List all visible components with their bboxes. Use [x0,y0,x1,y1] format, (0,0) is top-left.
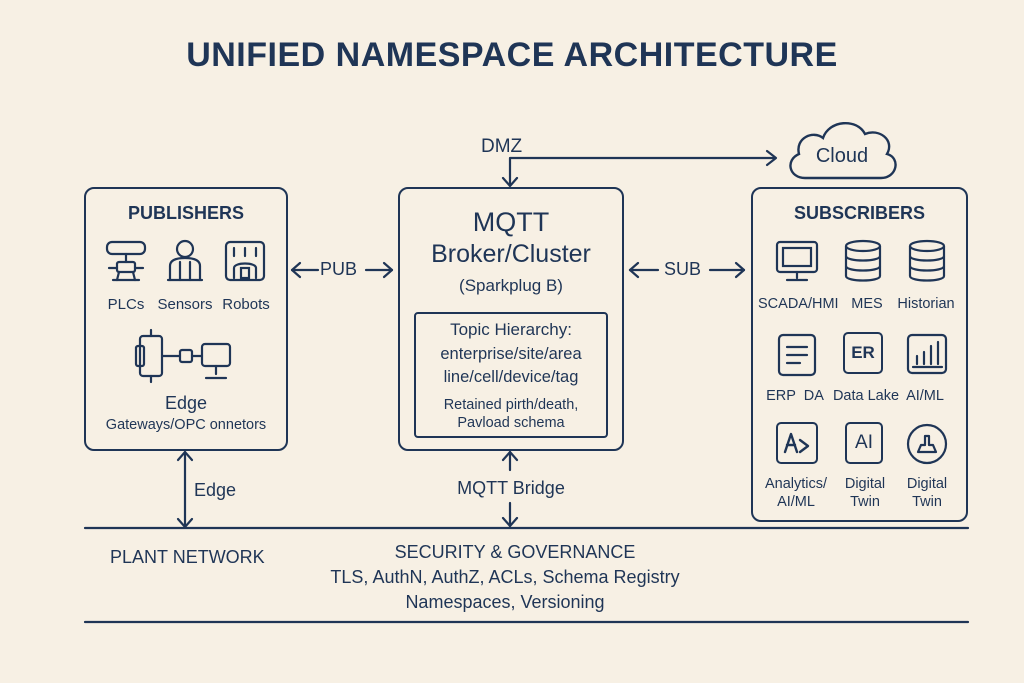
security-line2: Namespaces, Versioning [405,592,605,612]
analytics-label-line2: AI/ML [777,494,815,510]
sensors-label: Sensors [157,296,213,313]
plcs-label: PLCs [107,296,145,313]
mqtt-broker-panel [398,187,624,451]
bar-chart-icon [906,333,948,375]
digital-twin-icon [906,423,948,465]
robot-icon [224,240,266,282]
digital-twin-label-line2: Twin [850,494,880,510]
topic-heading: Topic Hierarchy: [450,320,572,339]
broker-subtitle: (Sparkplug B) [459,276,563,295]
erp-icon-text: ER [851,343,875,362]
broker-title-line2: Broker/Cluster [431,240,591,268]
broker-title-line1: MQTT [472,207,550,237]
analytics-icon [776,422,818,464]
analytics-label-line1: Analytics/ [764,476,828,492]
mqtt-bridge-label: MQTT Bridge [457,478,565,498]
edge-link-label: Edge [194,480,237,500]
topic-line2: line/cell/device/tag [443,368,579,386]
plant-network-label: PLANT NETWORK [110,547,265,567]
security-line1: TLS, AuthN, AuthZ, ACLs, Schema Registry [330,567,680,587]
dmz-label: DMZ [481,136,523,157]
dmz-cloud-connector [508,156,777,187]
historian-label: Historian [897,296,955,312]
page-title: UNIFIED NAMESPACE ARCHITECTURE [186,36,838,74]
ai-ml-label: AI/ML [906,388,944,404]
topic-line1: enterprise/site/area [440,345,582,363]
mes-label: MES [851,296,883,312]
database-icon [844,239,882,282]
digital-twin-label-line1: Digital [844,476,886,492]
cloud-icon [789,121,897,180]
plc-icon [105,240,147,282]
digital-twin-2-label-line1: Digital [906,476,948,492]
sub-label: SUB [664,259,702,279]
broker-note-line1: Retained pirth/death, [443,397,579,413]
security-heading: SECURITY & GOVERNANCE [394,542,636,562]
publishers-heading: PUBLISHERS [127,203,244,223]
data-lake-label: Data Lake [832,388,900,404]
erp-da-label: ERP DA [766,388,824,404]
subscribers-heading: SUBSCRIBERS [793,203,926,223]
monitor-icon [775,240,819,282]
broker-note-line2: Pavload schema [457,415,565,431]
sensor-icon [166,239,204,282]
edge-gateway-icon [134,328,232,384]
robots-label: Robots [222,296,270,313]
analytics-glyph-icon [783,432,810,454]
scada-hmi-label: SCADA/HMI [758,296,839,312]
edge-subtitle: Gateways/OPC onnetors [105,417,267,433]
document-icon [777,333,817,377]
pub-label: PUB [320,259,358,279]
ai-icon-text: AI [855,432,873,453]
digital-twin-2-label-line2: Twin [912,494,942,510]
ai-icon: AI [845,422,883,464]
topic-hierarchy-panel [414,312,608,438]
subscribers-panel [751,187,968,522]
historian-database-icon [908,239,946,282]
publishers-panel [84,187,288,451]
erp-icon: ER [843,332,883,374]
edge-title: Edge [164,393,208,413]
cloud-label: Cloud [815,145,869,167]
